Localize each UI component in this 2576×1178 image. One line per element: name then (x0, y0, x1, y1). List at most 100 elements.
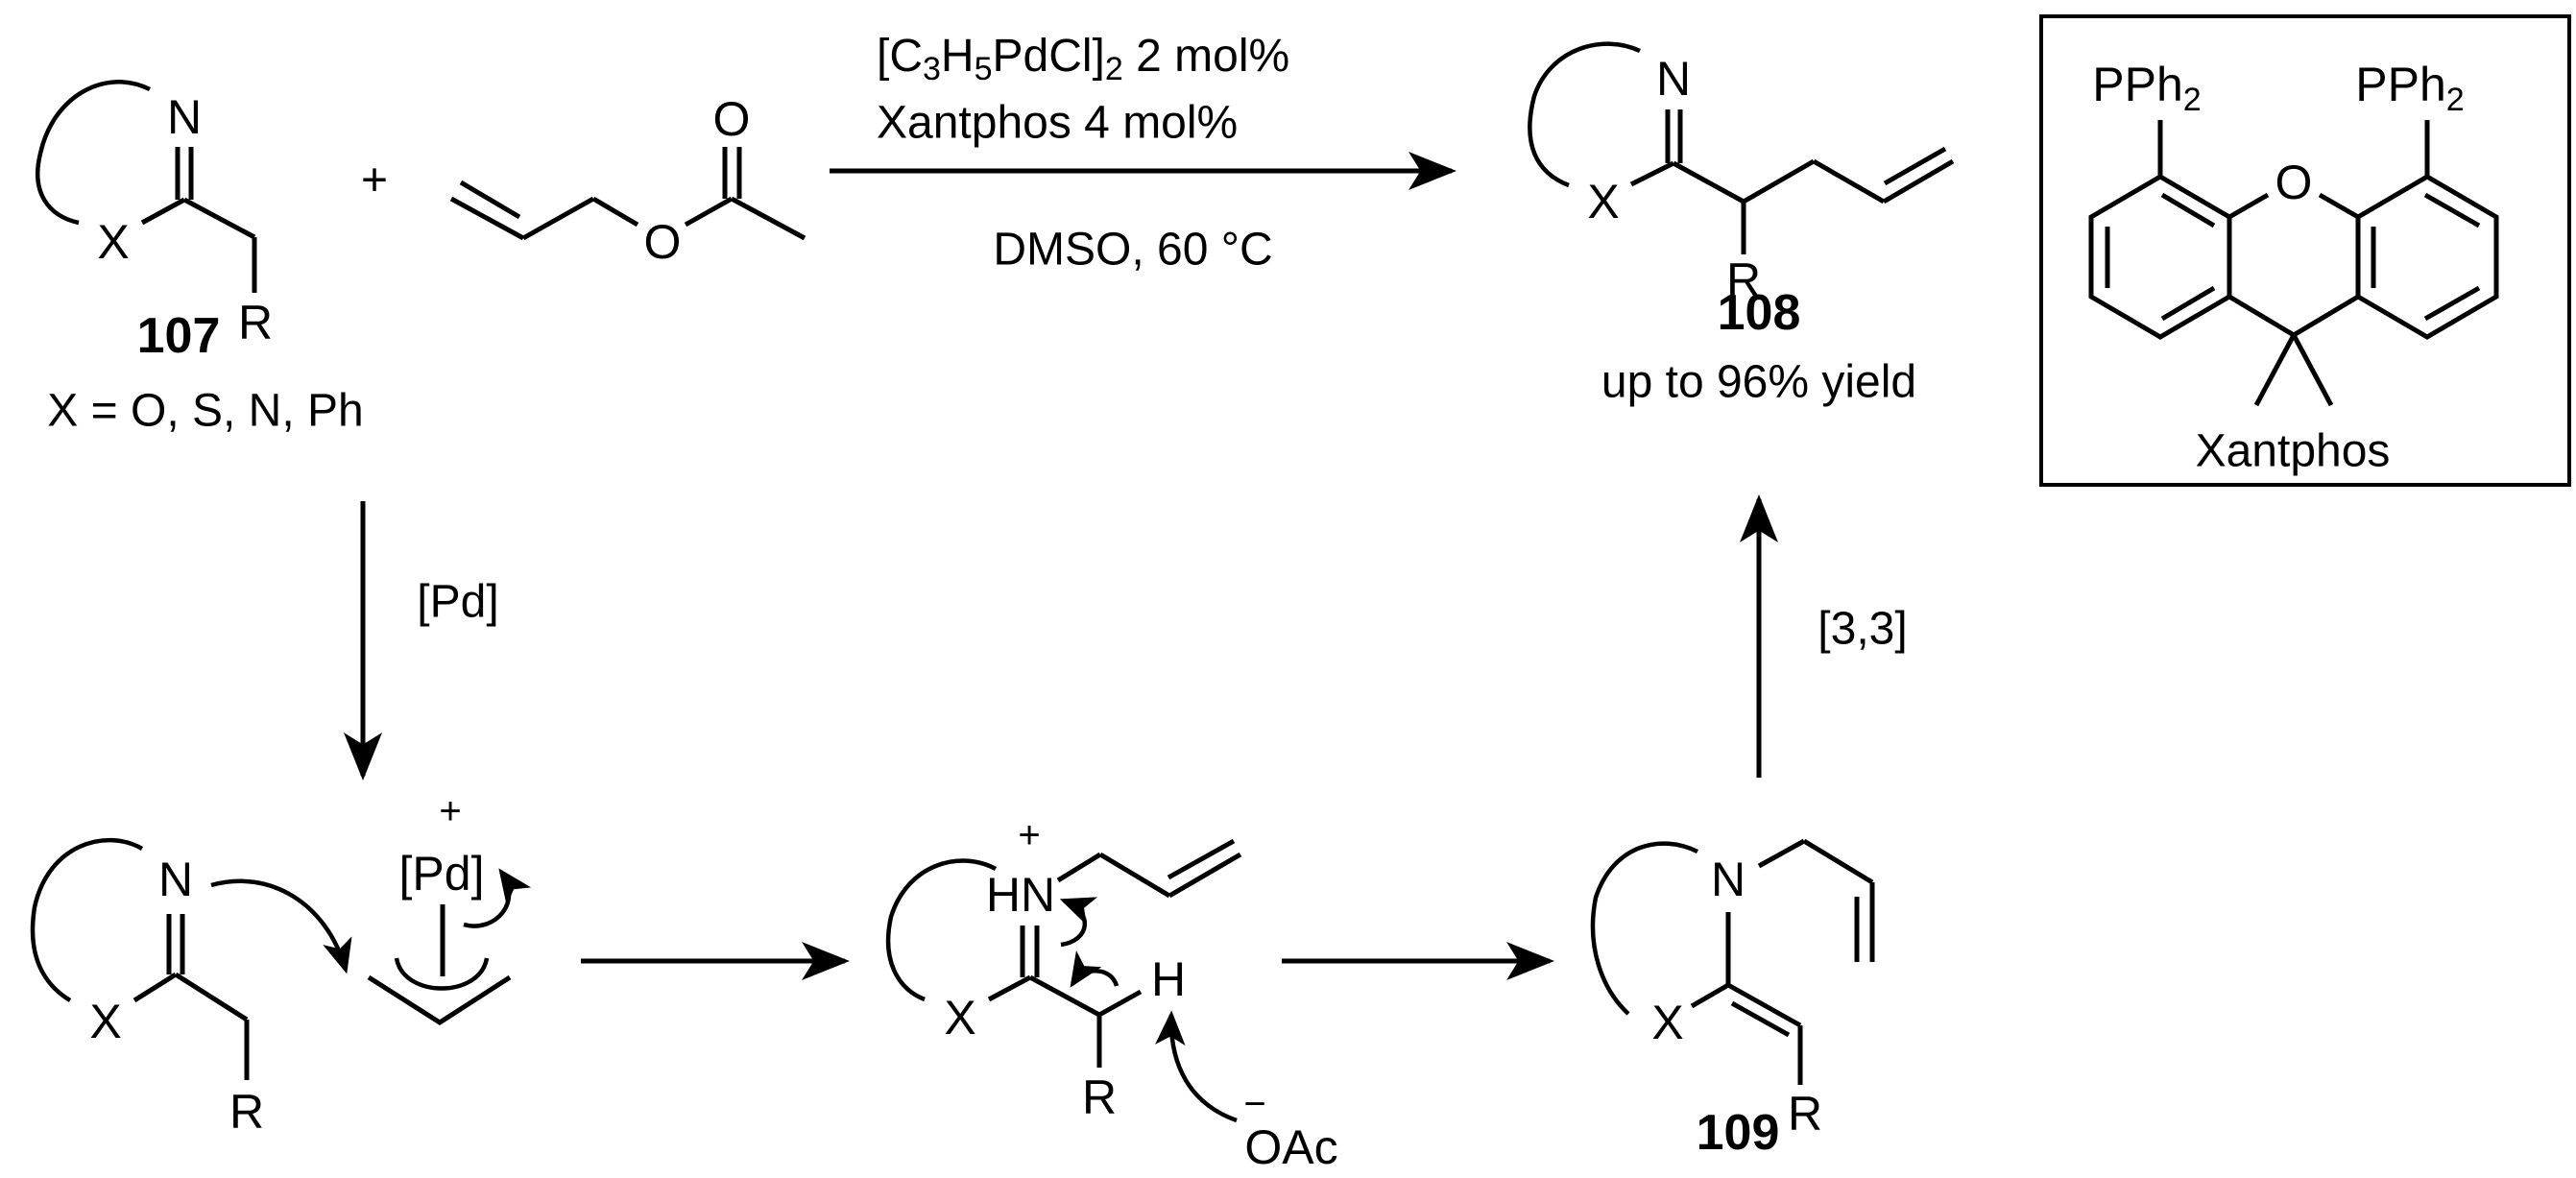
reactant-107: N X R 107 X = O, S, N, Ph (35, 80, 364, 437)
bond (730, 196, 807, 241)
bond (1167, 838, 1236, 880)
pd-label: [Pd] (399, 847, 485, 901)
compound-number-107: 107 (137, 308, 221, 364)
compound-number-109: 109 (1697, 1105, 1780, 1161)
atom-o-ester: O (644, 215, 682, 269)
allyl-fragment (367, 974, 512, 1025)
bond (2318, 192, 2360, 220)
curly-arrow-icon (1059, 897, 1098, 948)
xantphos-box: O PPh2 PPh2 Xantphos (2039, 14, 2571, 487)
bond (2160, 285, 2216, 322)
bond (1802, 838, 1874, 885)
ring-arc (885, 858, 998, 1002)
iminium-charge: + (1018, 814, 1040, 856)
bond (174, 972, 249, 1022)
methyl-bond (2253, 333, 2297, 407)
atom-o-carbonyl: O (713, 92, 751, 146)
bond (521, 196, 595, 241)
atom-r: R (1788, 1087, 1822, 1141)
bond (1882, 158, 1955, 204)
pd-step-label: [Pd] (417, 577, 498, 628)
atom-r: R (1082, 1070, 1117, 1124)
pph2-left: PPh2 (2092, 58, 2201, 118)
atom-n: N (167, 90, 202, 144)
bond (1742, 158, 1816, 204)
bond (591, 196, 639, 228)
ring-arc (35, 80, 152, 226)
bond (1726, 982, 1802, 1028)
intermediate-imine-pd-allyl: N X R [Pd] + (30, 790, 532, 1139)
acetate-charge: − (1243, 1083, 1265, 1125)
ring-arc (1590, 841, 1699, 1016)
intermediate-iminium: + HN X H R − OAc (885, 814, 1338, 1174)
bond (684, 196, 734, 228)
methyl-bond (2291, 333, 2334, 407)
atom-r: R (1726, 253, 1761, 307)
bond (1883, 146, 1947, 186)
sigmatropic-step-arrow: [3,3] (1740, 494, 1908, 778)
bond (182, 197, 256, 240)
atom-o-bridge: O (2275, 156, 2313, 209)
bond (1629, 160, 1675, 187)
bond (2423, 192, 2481, 228)
compound-number-108: 108 (1718, 285, 1801, 341)
atom-n: N (158, 853, 193, 906)
bond (1672, 160, 1745, 204)
ligand-name: Xantphos (2196, 426, 2391, 477)
ligand-label: Xantphos 4 mol% (877, 98, 1238, 149)
bond (449, 196, 525, 241)
yield-label: up to 96% yield (1601, 357, 1916, 408)
atom-x: X (1651, 996, 1683, 1049)
bond (2423, 285, 2481, 322)
bond (2292, 294, 2360, 338)
benzene-ring-right (2355, 174, 2499, 340)
bond (1168, 852, 1242, 899)
bond (1028, 974, 1101, 1018)
atom-r: R (238, 296, 273, 349)
atom-h: H (1151, 952, 1186, 1006)
atom-x: X (97, 215, 129, 269)
bond (1757, 838, 1806, 869)
pd-charge: + (439, 790, 461, 832)
bond (140, 197, 186, 226)
curly-arrow-icon (1070, 950, 1119, 988)
sigmatropic-label: [3,3] (1818, 604, 1907, 655)
atom-r: R (229, 1085, 264, 1139)
bond (459, 180, 521, 220)
allyl-acetate: O O (449, 92, 807, 269)
acetate-label: OAc (1244, 1120, 1337, 1174)
bond (132, 972, 178, 1003)
intermediate-109: N X R 109 (1590, 838, 1875, 1161)
ring-arc (30, 837, 144, 1002)
x-definition: X = O, S, N, Ph (47, 386, 363, 437)
ligand-frame (2039, 14, 2571, 487)
benzene-ring-left (2088, 174, 2232, 340)
bond (2227, 192, 2270, 220)
curly-arrow-icon (1155, 1010, 1238, 1123)
atom-x: X (89, 995, 121, 1048)
plus-sign: + (361, 156, 388, 206)
atom-n: N (1711, 853, 1745, 906)
atom-n: N (1656, 52, 1691, 106)
pph2-right: PPh2 (2355, 58, 2464, 118)
solvent-temp-label: DMSO, 60 °C (993, 225, 1272, 276)
bond (1097, 989, 1143, 1018)
catalyst-label: [C3H5PdCl]2 2 mol% (877, 31, 1289, 88)
ring-arc (1528, 41, 1641, 188)
bond (2227, 294, 2296, 338)
atom-hn: HN (986, 868, 1055, 922)
bond (1690, 982, 1730, 1009)
bond (1056, 852, 1102, 883)
bond (987, 974, 1032, 1002)
curly-arrow-icon (463, 868, 532, 928)
product-108: N X R 108 up to 96% yield (1528, 41, 1955, 408)
bond (1812, 158, 1886, 204)
atom-x: X (1587, 175, 1619, 228)
eta3-arc (394, 957, 490, 991)
atom-x: X (944, 991, 975, 1045)
curly-arrow-icon (210, 878, 352, 974)
main-reaction-arrow: [C3H5PdCl]2 2 mol% Xantphos 4 mol% DMSO,… (830, 31, 1457, 276)
bond (1730, 1000, 1791, 1038)
pd-step-arrow: [Pd] (344, 501, 499, 781)
bond (2160, 192, 2216, 228)
